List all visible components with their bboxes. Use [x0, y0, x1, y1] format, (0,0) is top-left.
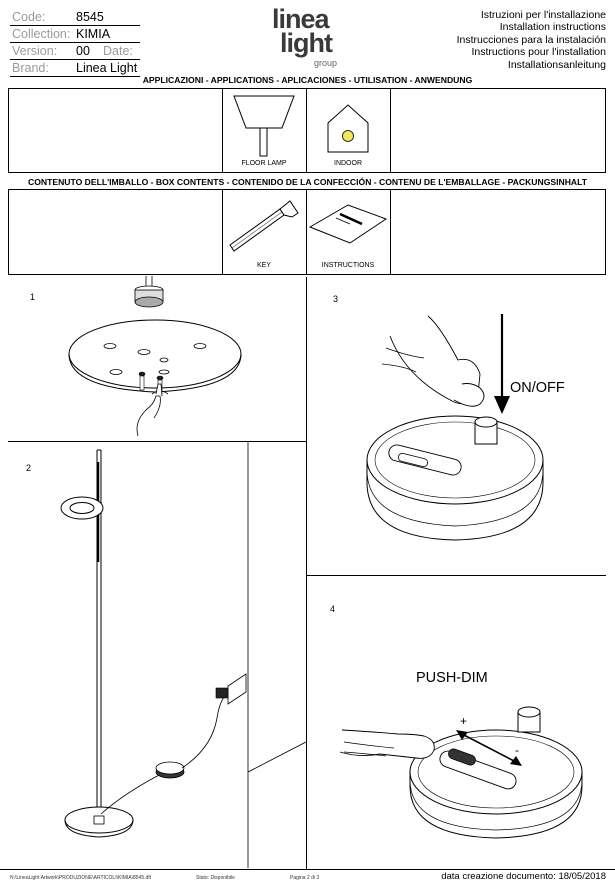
code-row: Code:: [12, 9, 45, 25]
logo-line1: linea: [272, 4, 330, 34]
version-value: 00: [76, 44, 90, 58]
box-contents-box: [8, 189, 606, 275]
on-off-label: ON/OFF: [510, 380, 565, 396]
instructions-caption: INSTRUCTIONS: [321, 262, 375, 269]
applications-heading: APPLICAZIONI - APPLICATIONS - APLICACION…: [142, 75, 473, 85]
applications-box: [8, 88, 606, 173]
box-contents-heading: CONTENUTO DELL'IMBALLO - BOX CONTENTS - …: [28, 177, 587, 187]
version-row: Version:: [12, 43, 57, 59]
code-value: 8545: [76, 10, 104, 24]
floor-lamp-caption: FLOOR LAMP: [241, 160, 287, 167]
version-label: Version:: [12, 44, 58, 58]
collection-value: KIMIA: [76, 27, 111, 41]
divider: [10, 42, 140, 43]
footer-status: Stato: Disponibile: [196, 875, 235, 881]
indoor-icon: [327, 104, 369, 153]
logo-line3: group: [314, 58, 338, 68]
footer-page: Pagina 2 di 3: [290, 875, 320, 881]
brand-label: Brand:: [12, 61, 49, 75]
divider: [222, 88, 223, 173]
code-label: Code:: [12, 10, 46, 24]
divider: [10, 76, 140, 77]
key-caption: KEY: [256, 262, 271, 269]
step-1-number: 1: [30, 292, 36, 302]
divider: [306, 575, 606, 576]
dim-minus-label: -: [515, 743, 519, 757]
step-2-illustration: [60, 442, 306, 868]
collection-row: Collection:: [12, 26, 70, 42]
floor-lamp-icon: [233, 95, 295, 157]
brand-logo: linea light group: [270, 6, 350, 70]
step-4-number: 4: [330, 604, 336, 614]
logo-line2: light: [280, 28, 333, 58]
step-3-number: 3: [333, 294, 339, 304]
step-3-illustration: [366, 314, 544, 541]
title-es: Instrucciones para la instalación: [456, 33, 606, 46]
step-4-illustration: [339, 706, 583, 839]
instructions-sheet-icon: [308, 204, 388, 244]
brand-value: Linea Light: [76, 61, 138, 75]
divider: [306, 88, 307, 173]
title-en: Installation instructions: [499, 21, 606, 34]
divider: [8, 441, 306, 442]
instruction-titles: Istruzioni per l'installazione Installat…: [457, 9, 606, 71]
allen-key-icon: [229, 200, 299, 252]
collection-label: Collection:: [12, 27, 71, 41]
push-dim-label: PUSH-DIM: [416, 670, 488, 686]
divider: [10, 25, 140, 26]
title-fr: Instructions pour l'installation: [471, 46, 607, 59]
divider: [10, 59, 140, 60]
date-label: Date:: [103, 44, 133, 58]
divider: [306, 277, 307, 869]
indoor-caption: INDOOR: [334, 160, 362, 167]
divider: [390, 88, 391, 173]
title-it: Istruzioni per l'installazione: [480, 9, 606, 21]
footer-divider: [0, 869, 615, 870]
step-2-number: 2: [26, 463, 32, 473]
divider: [222, 189, 223, 275]
footer-path: N:\LineaLight Artwork\PRODUZIONE\ARTICOL…: [10, 875, 152, 881]
title-de: Installationsanleitung: [507, 58, 606, 71]
footer-date: data creazione documento: 18/05/2018: [441, 871, 606, 882]
dim-plus-label: +: [460, 714, 468, 728]
divider: [390, 189, 391, 275]
brand-row: Brand:: [12, 60, 49, 76]
step-1-illustration: [68, 276, 242, 437]
divider: [306, 189, 307, 275]
